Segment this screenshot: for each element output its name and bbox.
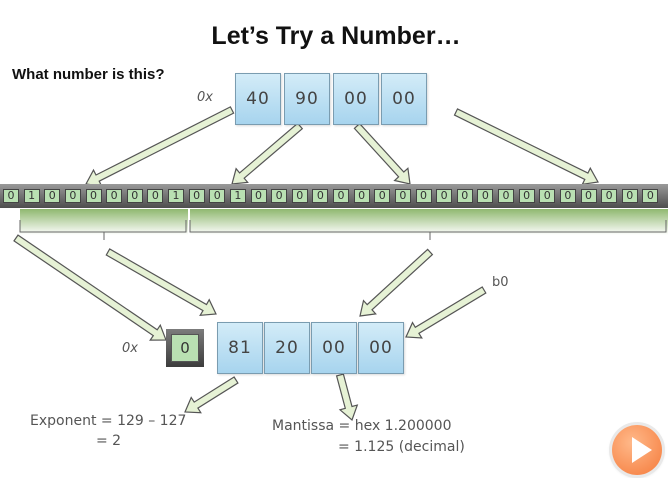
slide-title: Let’s Try a Number… <box>211 22 461 50</box>
bit-cell: 0 <box>580 189 597 203</box>
play-icon[interactable] <box>632 437 652 463</box>
hex-input-byte: 00 <box>381 73 427 125</box>
bit-cell: 0 <box>539 189 556 203</box>
bit-cell: 0 <box>271 189 288 203</box>
exponent-formula: Exponent = 129 – 127 <box>30 413 187 429</box>
bit-cell: 0 <box>436 189 453 203</box>
bit-cell: 0 <box>498 189 514 203</box>
exponent-brace <box>19 220 187 240</box>
bit-cell: 1 <box>168 189 184 203</box>
sign-bit-value: 0 <box>171 334 199 362</box>
arrow <box>405 286 487 339</box>
bit-cell: 1 <box>23 189 40 203</box>
bit-cell: 0 <box>64 189 81 203</box>
bit-cell: 0 <box>106 189 123 203</box>
arrow <box>231 122 304 185</box>
question-text: What number is this? <box>12 66 165 83</box>
bit-cell: 1 <box>229 189 246 203</box>
hex-output-byte: 00 <box>311 322 357 374</box>
arrow <box>353 122 411 185</box>
bit-cell: 0 <box>394 189 411 203</box>
bit-cell: 0 <box>44 189 61 203</box>
bit-cell: 0 <box>642 189 659 203</box>
arrow <box>13 234 167 341</box>
arrow-group <box>13 106 599 422</box>
arrow <box>453 108 599 186</box>
bit-cell: 0 <box>126 189 143 203</box>
exponent-bracket <box>20 209 188 235</box>
arrow <box>359 248 434 317</box>
mantissa-brace <box>189 220 667 240</box>
hex-output-byte: 20 <box>264 322 310 374</box>
hex-input-byte: 90 <box>284 73 330 125</box>
arrow <box>184 376 239 414</box>
bit-cell: 0 <box>312 189 329 203</box>
arrow <box>335 373 359 422</box>
bit-cell: 0 <box>518 189 535 203</box>
hex-prefix-label: 0x <box>197 90 213 105</box>
bit-cell: 0 <box>209 189 226 203</box>
arrow <box>85 106 235 187</box>
output-prefix-label: 0x <box>122 341 138 356</box>
bit-cell: 0 <box>415 189 432 203</box>
bit-cell: 0 <box>559 189 576 203</box>
hex-input-byte: 40 <box>235 73 281 125</box>
bit-cell: 0 <box>333 189 349 203</box>
bit-cell: 0 <box>3 189 19 203</box>
mantissa-bracket <box>190 209 668 235</box>
hex-output-byte: 00 <box>358 322 404 374</box>
hex-output-byte: 81 <box>217 322 263 374</box>
bit-cell: 0 <box>188 189 205 203</box>
exponent-result: = 2 <box>96 433 122 449</box>
mantissa-formula: Mantissa = hex 1.200000 <box>272 418 452 434</box>
binary-prefix-label: b0 <box>492 275 509 290</box>
bit-cell: 0 <box>353 189 370 203</box>
bit-cell: 0 <box>291 189 308 203</box>
arrow <box>105 248 217 316</box>
sign-bit-box: 0 <box>166 329 204 367</box>
bit-cell: 0 <box>374 189 391 203</box>
bit-cell: 0 <box>621 189 638 203</box>
bit-cell: 0 <box>85 189 102 203</box>
bit-cell: 0 <box>250 189 267 203</box>
bit-cell: 0 <box>456 189 473 203</box>
bit-cell: 0 <box>601 189 618 203</box>
hex-input-byte: 00 <box>333 73 379 125</box>
mantissa-result: = 1.125 (decimal) <box>338 439 465 455</box>
bit-cell: 0 <box>477 189 494 203</box>
bit-cell: 0 <box>147 189 164 203</box>
